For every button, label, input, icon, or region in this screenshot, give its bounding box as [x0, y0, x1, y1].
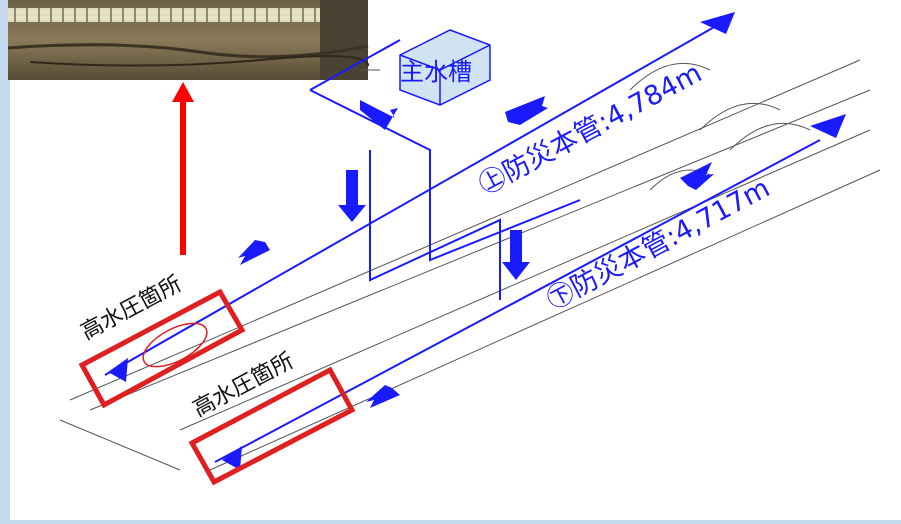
flow-arrow-icon	[700, 12, 735, 34]
flow-arrow-icon	[108, 358, 128, 382]
high-pressure-box-1	[78, 288, 246, 409]
flow-arrow-icon	[810, 114, 846, 138]
pipe-network	[104, 17, 821, 463]
main-tank-label: 主水槽	[400, 58, 472, 86]
red-arrow-up-icon	[172, 82, 194, 255]
photo-inset	[7, 0, 369, 80]
water-tank-icon	[399, 29, 491, 106]
flow-arrow-icon	[238, 96, 714, 408]
high-pressure-box-2	[188, 366, 356, 486]
flow-arrow-icon	[222, 446, 242, 470]
